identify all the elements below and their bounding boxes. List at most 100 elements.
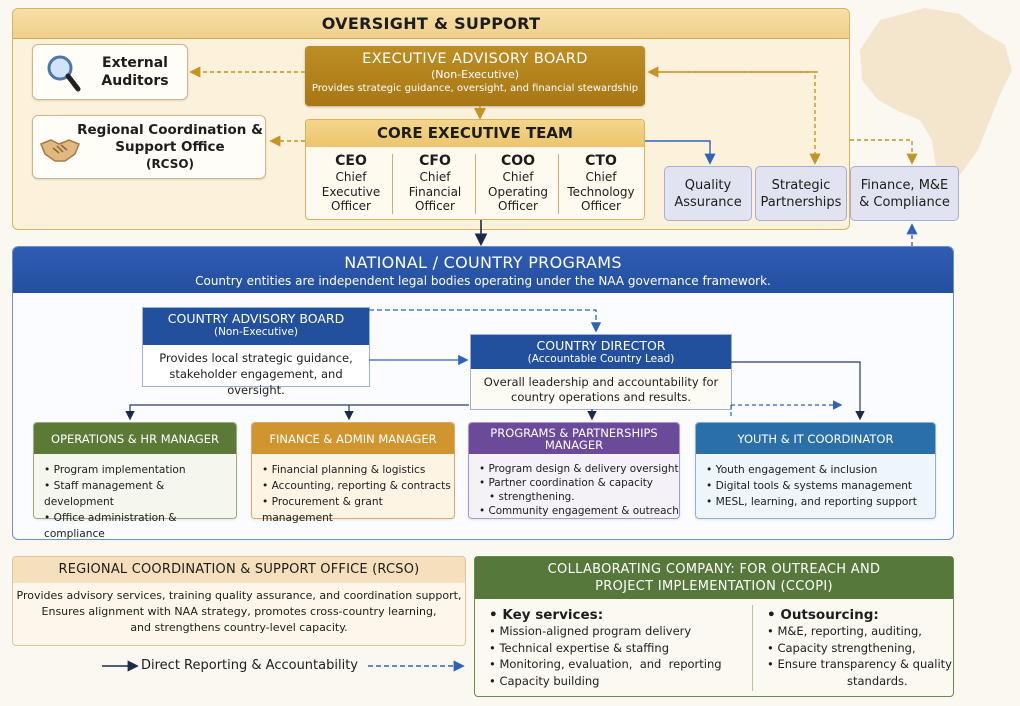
strategic-partnerships-box: Strategic Partnerships [755,166,847,221]
country-director-desc: Overall leadership and accountability fo… [471,375,731,405]
list-item: Capacity building [489,673,722,690]
exec-coo: COO Chief Operating Officer [476,152,560,214]
list-item: Community engagement & outreach [479,504,678,518]
rcso-card-sub: (RCSO) [145,157,195,171]
exec-line: Technology [567,184,635,199]
exec-line: Chief [585,170,617,184]
side-box-line: & Compliance [859,194,950,210]
core-team-title: CORE EXECUTIVE TEAM [306,120,644,147]
exec-cto: CTO Chief Technology Officer [559,152,643,214]
africa-map-watermark [860,8,1012,190]
list-item: Capacity strengthening, [767,640,952,657]
divider [558,154,559,214]
role-title: OPERATIONS & HR MANAGER [34,423,236,454]
national-subtitle: Country entities are independent legal b… [195,274,771,288]
role-title-line: PROGRAMS & PARTNERSHIPS [490,425,658,440]
oversight-title: OVERSIGHT & SUPPORT [13,9,849,39]
executive-advisory-board: EXECUTIVE ADVISORY BOARD (Non-Executive)… [305,46,645,106]
side-box-line: Partnerships [760,194,842,210]
list-item: M&E, reporting, auditing, [767,623,952,640]
list-item: Staff management & development [44,478,236,510]
country-director: COUNTRY DIRECTOR (Accountable Country Le… [470,334,732,410]
list-item: Partner coordination & capacity [479,476,679,490]
list-item: Ensure transparency & quality [767,656,952,673]
list-item: Program implementation [44,462,236,478]
role-title: YOUTH & IT COORDINATOR [696,423,935,454]
list-item: Financial planning & logistics [262,462,454,478]
country-advisory-board: COUNTRY ADVISORY BOARD (Non-Executive) P… [142,307,370,397]
magnifier-icon [47,55,81,92]
side-box-line: Finance, M&E [860,177,949,193]
ccopi-title-line: PROJECT IMPLEMENTATION (CCOPI) [595,579,833,594]
connector-line [731,361,865,421]
exec-line: Officer [498,199,538,213]
exec-line: Officer [331,199,371,213]
executive-board-sub: (Non-Executive) [430,68,520,81]
desc-line: Ensures alignment with NAA strategy, pro… [41,605,437,618]
national-header: NATIONAL / COUNTRY PROGRAMS Country enti… [13,247,953,293]
divider [392,154,393,214]
rcso-title: REGIONAL COORDINATION & SUPPORT OFFICE (… [13,557,465,583]
list-item: Digital tools & systems management [706,478,917,494]
rcso-section: REGIONAL COORDINATION & SUPPORT OFFICE (… [12,556,466,646]
role-duties: Financial planning & logistics Accountin… [262,462,454,526]
outsourcing-title: • Outsourcing: [767,607,879,623]
ccopi-header: COLLABORATING COMPANY: FOR OUTREACH AND … [475,557,953,599]
list-item: Accounting, reporting & contracts [262,478,454,494]
list-item: MESL, learning, and reporting support [706,494,917,510]
finance-me-compliance-box: Finance, M&E & Compliance [850,166,959,221]
handshake-icon [40,139,80,162]
exec-line: Executive [321,184,381,199]
legend-label: Direct Reporting & Accountability [141,658,358,673]
key-services-list: Mission-aligned program delivery Technic… [489,623,722,690]
desc-line: and strengthens country-level capacity. [130,621,348,634]
desc-line: Overall leadership and accountability fo… [483,375,719,389]
divider [475,154,476,214]
exec-abbr: CEO [335,153,367,169]
country-board-title: COUNTRY ADVISORY BOARD [167,311,345,326]
rcso-card: Regional Coordination & Support Office (… [32,115,266,179]
core-executive-team: CORE EXECUTIVE TEAM CEO Chief Executive … [305,119,645,220]
ccopi-section: COLLABORATING COMPANY: FOR OUTREACH AND … [474,556,954,697]
connector-line [645,140,716,165]
exec-line: Chief [419,170,451,184]
outsourcing-list: M&E, reporting, auditing, Capacity stren… [767,623,952,673]
country-board-sub: (Non-Executive) [213,326,299,338]
connector-line [369,309,602,333]
role-duties: Program implementation Staff management … [44,462,236,542]
divider [752,605,753,691]
role-title: FINANCE & ADMIN MANAGER [252,423,454,454]
role-operations-hr: OPERATIONS & HR MANAGER Program implemen… [33,422,237,540]
executive-board-desc: Provides strategic guidance, oversight, … [311,83,639,94]
exec-line: Officer [415,199,455,213]
rcso-desc: Provides advisory services, training qua… [13,588,465,636]
exec-abbr: CFO [419,153,451,169]
key-services-label: Key services: [502,607,604,623]
list-item: Monitoring, evaluation, and reporting [489,656,721,673]
ccopi-outsourcing: • Outsourcing: M&E, reporting, auditing,… [767,607,952,689]
country-board-header: COUNTRY ADVISORY BOARD (Non-Executive) [143,308,369,345]
country-director-title: COUNTRY DIRECTOR [536,338,666,353]
exec-ceo: CEO Chief Executive Officer [309,152,393,214]
role-programs-partnerships: PROGRAMS & PARTNERSHIPS MANAGER Program … [468,422,680,519]
role-duties: Program design & delivery oversight Part… [479,462,679,518]
country-director-sub: (Accountable Country Lead) [527,353,675,365]
exec-line: Chief [502,170,534,184]
side-box-line: Strategic [771,177,831,193]
side-box-line: Assurance [674,194,742,210]
rcso-card-label: Regional Coordination & Support Office (… [77,122,263,173]
list-item: Procurement & grant management [262,494,454,526]
country-director-header: COUNTRY DIRECTOR (Accountable Country Le… [471,335,731,369]
exec-line: Operating [488,184,548,199]
exec-line: Financial [408,184,462,199]
connector-line [650,71,821,165]
role-duties: Youth engagement & inclusion Digital too… [706,462,917,510]
list-item: Mission-aligned program delivery [489,623,722,640]
ccopi-title-line: COLLABORATING COMPANY: FOR OUTREACH AND [547,562,881,577]
national-title: NATIONAL / COUNTRY PROGRAMS [344,253,622,272]
desc-line: country operations and results. [511,390,691,404]
exec-abbr: CTO [585,153,617,169]
role-youth-it: YOUTH & IT COORDINATOR Youth engagement … [695,422,936,519]
exec-cfo: CFO Chief Financial Officer [393,152,477,214]
